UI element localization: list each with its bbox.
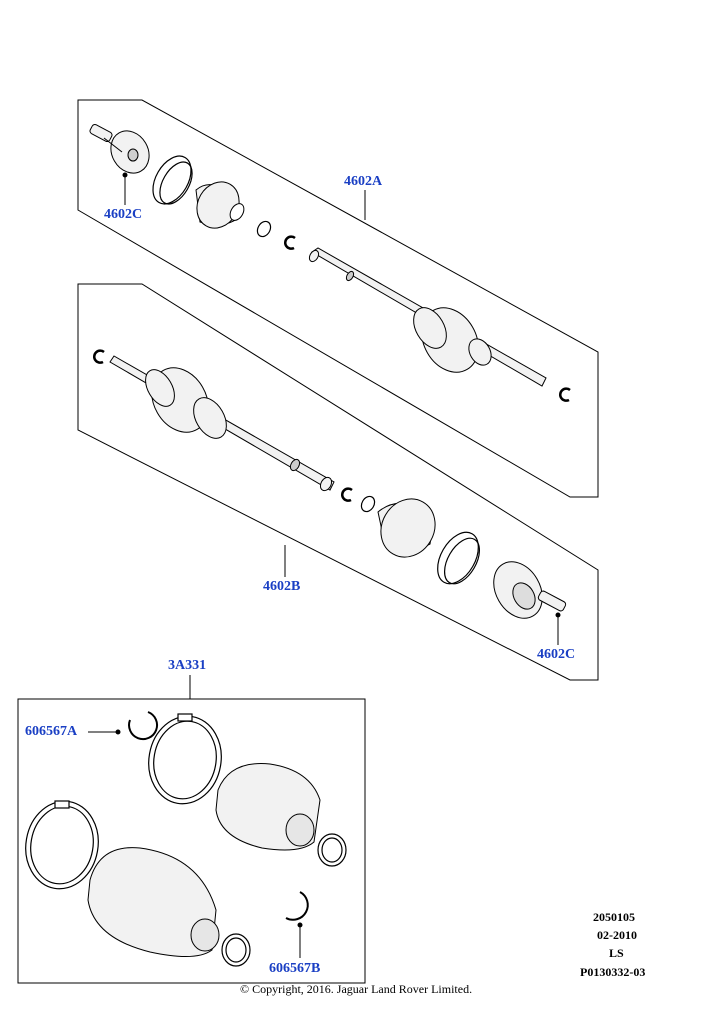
- kit-clamp-small-1: [317, 833, 347, 867]
- leader-lines: [88, 172, 561, 958]
- kit-3a331-box: [17, 698, 366, 984]
- meta-ls: LS: [609, 946, 624, 960]
- panel-4602b-outline: [77, 283, 599, 681]
- drive-shaft-upper: [308, 247, 547, 387]
- callout-4602a: 4602A: [344, 174, 383, 189]
- boot-clamp-small-top: [256, 220, 272, 238]
- callout-4602c-bottom: 4602C: [537, 647, 576, 662]
- copyright-notice: © Copyright, 2016. Jaguar Land Rover Lim…: [240, 982, 473, 996]
- snap-ring-606567b: [285, 891, 309, 921]
- kit-clamp-small-2: [221, 933, 251, 967]
- circlip-bottom-2: [341, 487, 353, 502]
- callout-606567b: 606567B: [269, 961, 321, 976]
- kit-clamp-large-2: [25, 800, 99, 890]
- drive-shaft-lower: [109, 355, 335, 492]
- cv-boot-bottom: [377, 498, 436, 558]
- meta-ref: P0130332-03: [580, 965, 646, 979]
- outer-cv-joint-bottom: [493, 561, 567, 619]
- kit-boot-inner: [215, 763, 321, 851]
- circlip-bottom-1: [93, 349, 105, 364]
- cv-boot-top: [195, 181, 245, 229]
- meta-code: 2050105: [593, 910, 635, 924]
- outer-cv-joint-top: [89, 123, 150, 174]
- callout-4602c-top: 4602C: [104, 207, 143, 222]
- boot-clamp-large-top: [152, 155, 193, 205]
- boot-clamp-large-bottom: [437, 531, 481, 585]
- kit-clamp-large-1: [148, 713, 222, 805]
- snap-ring-606567a: [128, 711, 158, 741]
- circlip-top-2: [559, 387, 571, 402]
- panel-4602a-outline: [77, 99, 599, 498]
- callout-606567a: 606567A: [25, 724, 78, 739]
- callout-4602b: 4602B: [263, 579, 301, 594]
- meta-date: 02-2010: [597, 928, 637, 942]
- boot-clamp-small-bottom: [360, 495, 376, 513]
- circlip-top-1: [284, 235, 296, 250]
- callout-3a331: 3A331: [168, 658, 207, 673]
- kit-boot-outer: [87, 847, 220, 958]
